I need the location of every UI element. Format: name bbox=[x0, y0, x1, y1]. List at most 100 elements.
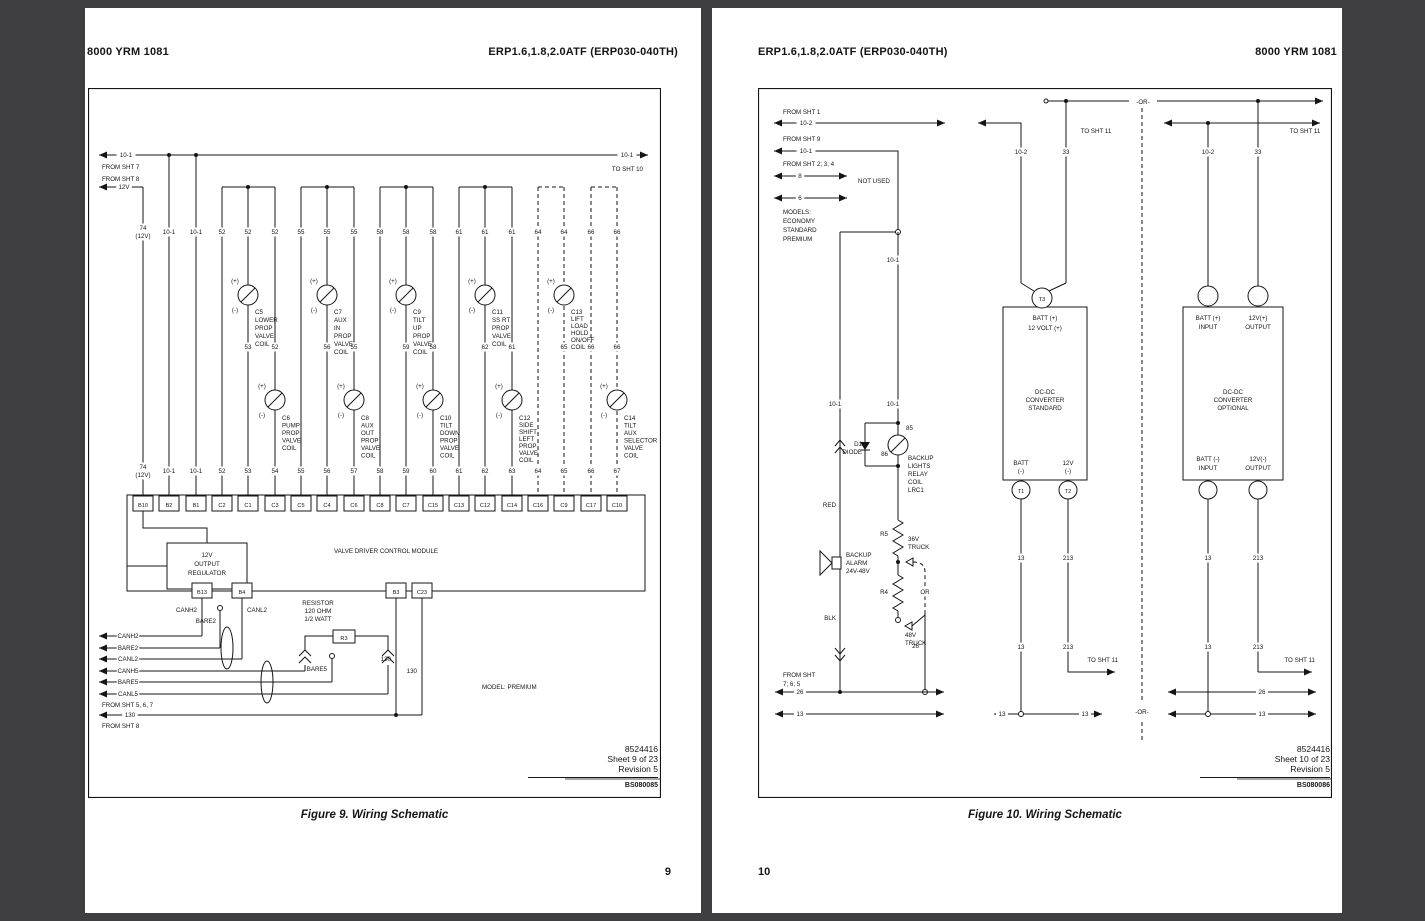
schematic-label: C13 bbox=[454, 503, 464, 509]
schematic-label: BARE5 bbox=[307, 666, 328, 673]
schematic-label: 64 bbox=[535, 468, 542, 475]
label-mask bbox=[558, 466, 570, 476]
relay-alarm-circuit bbox=[819, 229, 928, 695]
schematic-label: 61 bbox=[482, 229, 489, 236]
relay-coil-symbol bbox=[887, 434, 909, 456]
schematic-label: (-) bbox=[548, 307, 554, 314]
schematic-label: 8 bbox=[798, 173, 802, 180]
label-mask bbox=[1060, 147, 1072, 157]
schematic-label: 13 bbox=[1205, 555, 1212, 562]
schematic-label: CANH2 bbox=[176, 607, 198, 614]
schematic-label: C10 bbox=[612, 503, 622, 509]
schematic-label: 66 bbox=[614, 344, 621, 351]
schematic-label: 66 bbox=[588, 229, 595, 236]
backup-alarm-speaker-icon bbox=[819, 549, 842, 577]
header-doc-number: 8000 YRM 1081 bbox=[1255, 46, 1337, 58]
coil-symbol bbox=[343, 389, 365, 411]
schematic-label: (-) bbox=[311, 307, 317, 314]
tap-arrow-icon bbox=[903, 621, 913, 631]
revision: Revision 5 bbox=[618, 764, 658, 774]
manual-page-10: ERP1.6,1.8,2.0ATF (ERP030-040TH) 8000 YR… bbox=[712, 8, 1342, 913]
label-mask bbox=[242, 466, 254, 476]
label-mask bbox=[269, 227, 281, 237]
label-mask bbox=[585, 342, 597, 352]
schematic-label: BLK bbox=[824, 615, 837, 622]
schematic-label: T2 bbox=[1065, 489, 1072, 495]
schematic-label: 58 bbox=[377, 229, 384, 236]
schematic-label: 56 bbox=[324, 344, 331, 351]
figure-caption: Figure 9. Wiring Schematic bbox=[300, 809, 449, 821]
schematic-label: 213 bbox=[1253, 644, 1264, 651]
schematic-label: (+) bbox=[389, 278, 397, 285]
connector-row bbox=[132, 495, 628, 512]
label-mask bbox=[242, 342, 254, 352]
label-mask bbox=[479, 342, 491, 352]
schematic-label: 86 bbox=[881, 451, 888, 458]
coil-symbol bbox=[474, 284, 496, 306]
schematic-label: BATT (+)12 VOLT (+) bbox=[1028, 315, 1062, 332]
schematic-label: (-) bbox=[417, 412, 423, 419]
schematic-label: B1 bbox=[193, 503, 200, 509]
schematic-label: CANL2 bbox=[118, 656, 139, 663]
label-mask bbox=[116, 654, 140, 664]
schematic-label: C17 bbox=[586, 503, 596, 509]
schematic-label: T1 bbox=[1018, 489, 1025, 495]
dc-dc-converter-standard bbox=[994, 282, 1115, 718]
schematic-label: 33 bbox=[1063, 149, 1070, 156]
schematic-label: (-) bbox=[496, 412, 502, 419]
schematic-label: 74(12V) bbox=[135, 225, 150, 240]
label-mask bbox=[1198, 147, 1218, 157]
schematic-label: 6 bbox=[798, 195, 802, 202]
coil-symbol bbox=[422, 389, 444, 411]
label-mask bbox=[453, 227, 465, 237]
schematic-label: 10-1 bbox=[887, 257, 900, 264]
page-number: 10 bbox=[758, 866, 771, 878]
label-mask bbox=[116, 677, 140, 687]
schematic-label: TO SHT 10 bbox=[612, 166, 644, 173]
schematic-label: BATT (+)INPUT bbox=[1196, 315, 1221, 331]
schematic-label: BARE5 bbox=[118, 679, 139, 686]
schematic-label: 10-1 bbox=[163, 229, 176, 236]
diode-symbol bbox=[860, 442, 870, 451]
schematic-label: 130 bbox=[381, 656, 392, 663]
schematic-label: 52 bbox=[245, 229, 252, 236]
dc-dc-converter-optional bbox=[1168, 285, 1316, 718]
label-mask bbox=[506, 342, 518, 352]
label-mask bbox=[374, 227, 386, 237]
continuation-buses bbox=[774, 97, 1323, 742]
schematic-label: (+) bbox=[600, 383, 608, 390]
schematic-label: 56 bbox=[324, 468, 331, 475]
schematic-label: NOT USED bbox=[858, 178, 890, 185]
label-mask bbox=[116, 666, 140, 676]
label-mask bbox=[453, 466, 465, 476]
schematic-label: 130 bbox=[407, 668, 418, 675]
part-number: 8524416 bbox=[624, 744, 658, 754]
schematic-label: CANL2 bbox=[247, 607, 268, 614]
coil-symbol bbox=[395, 284, 417, 306]
label-mask bbox=[996, 709, 1008, 719]
label-mask bbox=[795, 193, 805, 203]
schematic-label: 60 bbox=[430, 468, 437, 475]
label-mask bbox=[919, 587, 931, 597]
label-mask bbox=[427, 227, 439, 237]
label-mask bbox=[479, 227, 491, 237]
schematic-label: B10 bbox=[138, 503, 148, 509]
schematic-label: 10-1 bbox=[120, 152, 133, 159]
schematic-label: 61 bbox=[456, 468, 463, 475]
regulator-and-bottom-connectors bbox=[127, 511, 433, 599]
label-mask bbox=[585, 466, 597, 476]
schematic-label: 66 bbox=[588, 344, 595, 351]
schematic-label: C14 bbox=[507, 503, 517, 509]
schematic-label: C3 bbox=[271, 503, 278, 509]
schematic-label: 58 bbox=[430, 229, 437, 236]
schematic-label: R5 bbox=[880, 531, 888, 538]
schematic-label: 52 bbox=[272, 344, 279, 351]
schematic-label: 58 bbox=[430, 344, 437, 351]
schematic-label: C1 bbox=[244, 503, 251, 509]
schematic-label: 130 bbox=[125, 712, 136, 719]
label-mask bbox=[159, 466, 179, 476]
